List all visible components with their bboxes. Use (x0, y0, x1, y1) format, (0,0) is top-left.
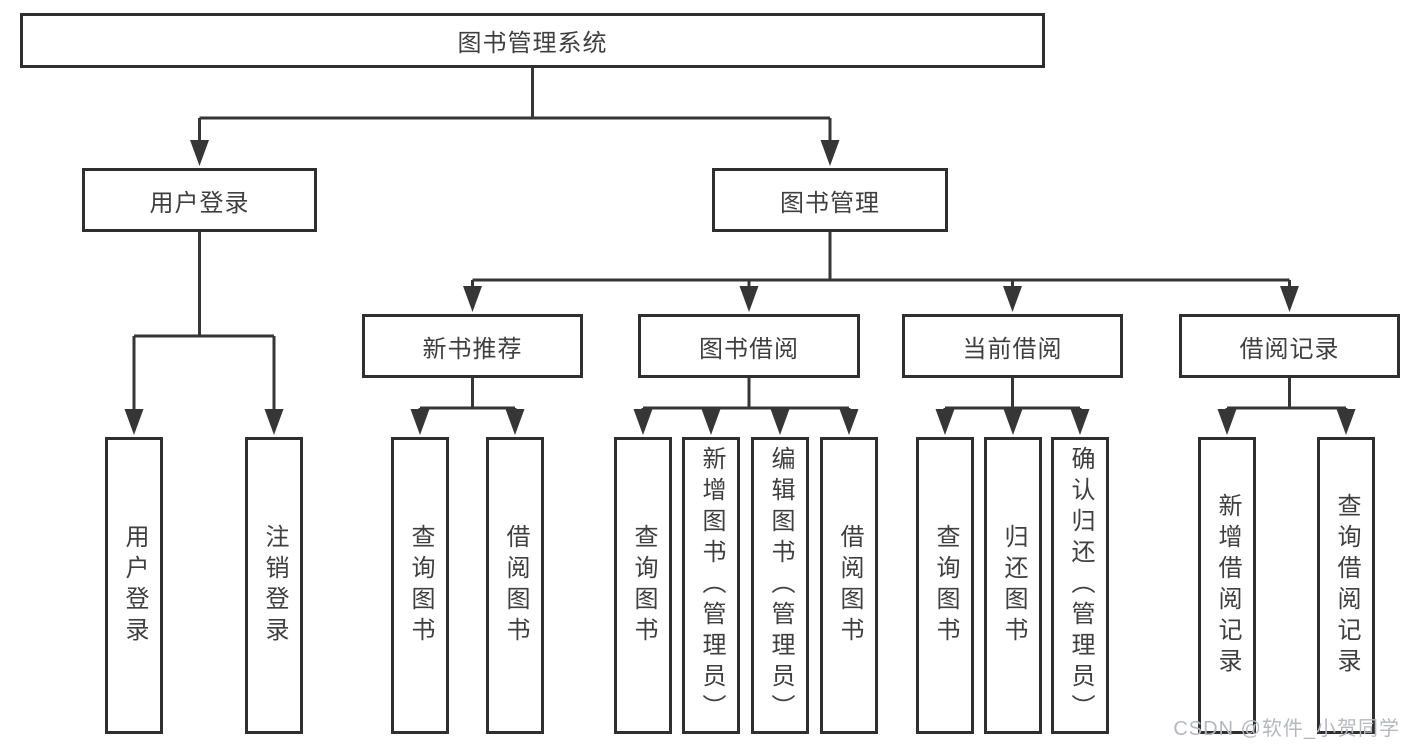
leaf-query-borrow-record: 查询借阅记录 (1317, 437, 1375, 734)
node-label: 新增借阅记录 (1214, 492, 1241, 679)
leaf-return-book: 归还图书 (984, 437, 1042, 734)
node-current-borrowing: 当前借阅 (902, 314, 1123, 378)
node-label: 用户登录 (149, 189, 250, 217)
node-library-management-system: 图书管理系统 (20, 13, 1045, 68)
node-label: 查询图书 (932, 523, 959, 648)
connector-user-login-children (124, 232, 284, 435)
leaf-user-login: 用户登录 (105, 437, 163, 734)
leaf-query-books-borrow: 查询图书 (614, 437, 672, 734)
node-user-login: 用户登录 (82, 168, 317, 232)
leaf-add-borrow-record: 新增借阅记录 (1198, 437, 1256, 734)
leaf-borrow-books-borrow: 借阅图书 (820, 437, 878, 734)
connector-current-borrowing-children (935, 378, 1090, 435)
node-label: 查询借阅记录 (1333, 492, 1360, 679)
node-label: 查询图书 (407, 523, 434, 648)
node-label: 新增图书（管理员） (698, 446, 725, 725)
node-label: 注销登录 (261, 523, 288, 648)
leaf-borrow-books-recommend: 借阅图书 (486, 437, 544, 734)
node-label: 查询图书 (630, 523, 657, 648)
node-label: 当前借阅 (962, 335, 1063, 363)
node-label: 确认归还（管理员） (1067, 446, 1094, 725)
connector-book-borrowing-children (633, 378, 859, 435)
leaf-logout: 注销登录 (245, 437, 303, 734)
node-label: 图书借阅 (699, 335, 799, 363)
node-label: 编辑图书（管理员） (767, 446, 794, 725)
watermark: CSDN @软件_小贺同学 (1173, 718, 1400, 740)
node-book-borrowing: 图书借阅 (638, 314, 860, 378)
leaf-query-books-current: 查询图书 (916, 437, 974, 734)
node-label: 图书管理 (780, 189, 880, 217)
node-label: 借阅图书 (836, 523, 863, 648)
node-borrowing-records: 借阅记录 (1179, 314, 1400, 378)
node-label: 借阅记录 (1239, 335, 1340, 363)
connector-book-management-children (463, 232, 1299, 312)
leaf-add-book-admin: 新增图书（管理员） (682, 437, 740, 734)
node-label: 借阅图书 (502, 523, 529, 648)
node-new-book-recommendation: 新书推荐 (362, 314, 583, 378)
leaf-edit-book-admin: 编辑图书（管理员） (751, 437, 809, 734)
leaf-confirm-return-admin: 确认归还（管理员） (1051, 437, 1109, 734)
connector-borrowing-records-children (1217, 378, 1356, 435)
node-label: 图书管理系统 (457, 30, 608, 57)
connector-new-book-recommendation-children (410, 378, 525, 435)
node-label: 用户登录 (121, 523, 148, 648)
leaf-query-books-recommend: 查询图书 (391, 437, 449, 734)
node-label: 新书推荐 (422, 335, 523, 363)
node-label: 归还图书 (1000, 523, 1027, 648)
node-book-management: 图书管理 (712, 168, 948, 232)
connector-root-to-level2 (190, 68, 840, 166)
